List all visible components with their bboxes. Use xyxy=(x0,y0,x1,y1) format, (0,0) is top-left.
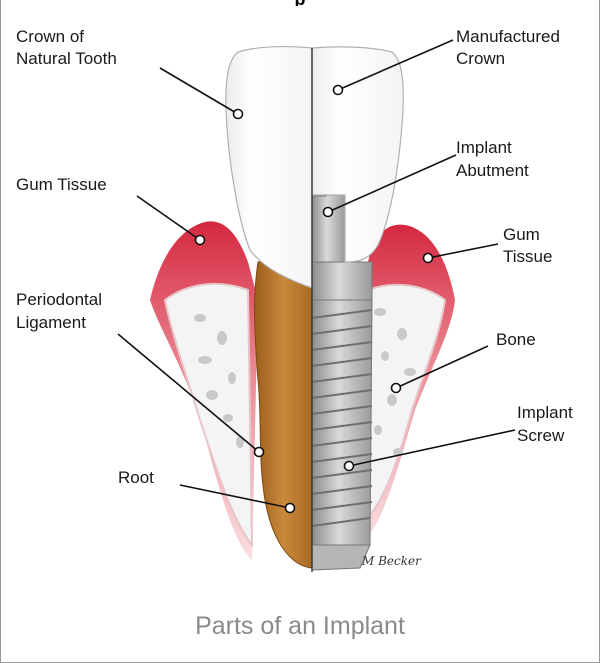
label-manufactured-1: Manufactured xyxy=(456,27,560,46)
label-periodontal-1: Periodontal xyxy=(16,290,102,309)
label-abutment-2: Abutment xyxy=(456,161,529,180)
label-manufactured-2: Crown xyxy=(456,49,505,68)
label-gum-right-2: Tissue xyxy=(503,247,552,266)
label-gum-right-1: Gum xyxy=(503,225,540,244)
label-abutment-1: Implant xyxy=(456,138,512,157)
label-periodontal-2: Ligament xyxy=(16,313,86,332)
label-root: Root xyxy=(118,468,154,487)
label-bone: Bone xyxy=(496,330,536,349)
abutment-collar xyxy=(312,262,372,300)
natural-root xyxy=(255,262,312,568)
label-crown-natural-2: Natural Tooth xyxy=(16,49,117,68)
label-crown-natural-1: Crown of xyxy=(16,27,84,46)
figure-caption: Parts of an Implant xyxy=(0,612,600,641)
signature: M Becker xyxy=(361,554,422,568)
left-bone xyxy=(165,284,252,545)
label-screw-2: Screw xyxy=(517,426,565,445)
label-screw-1: Implant xyxy=(517,403,573,422)
label-gum-left: Gum Tissue xyxy=(16,175,107,194)
right-bone xyxy=(366,285,445,520)
